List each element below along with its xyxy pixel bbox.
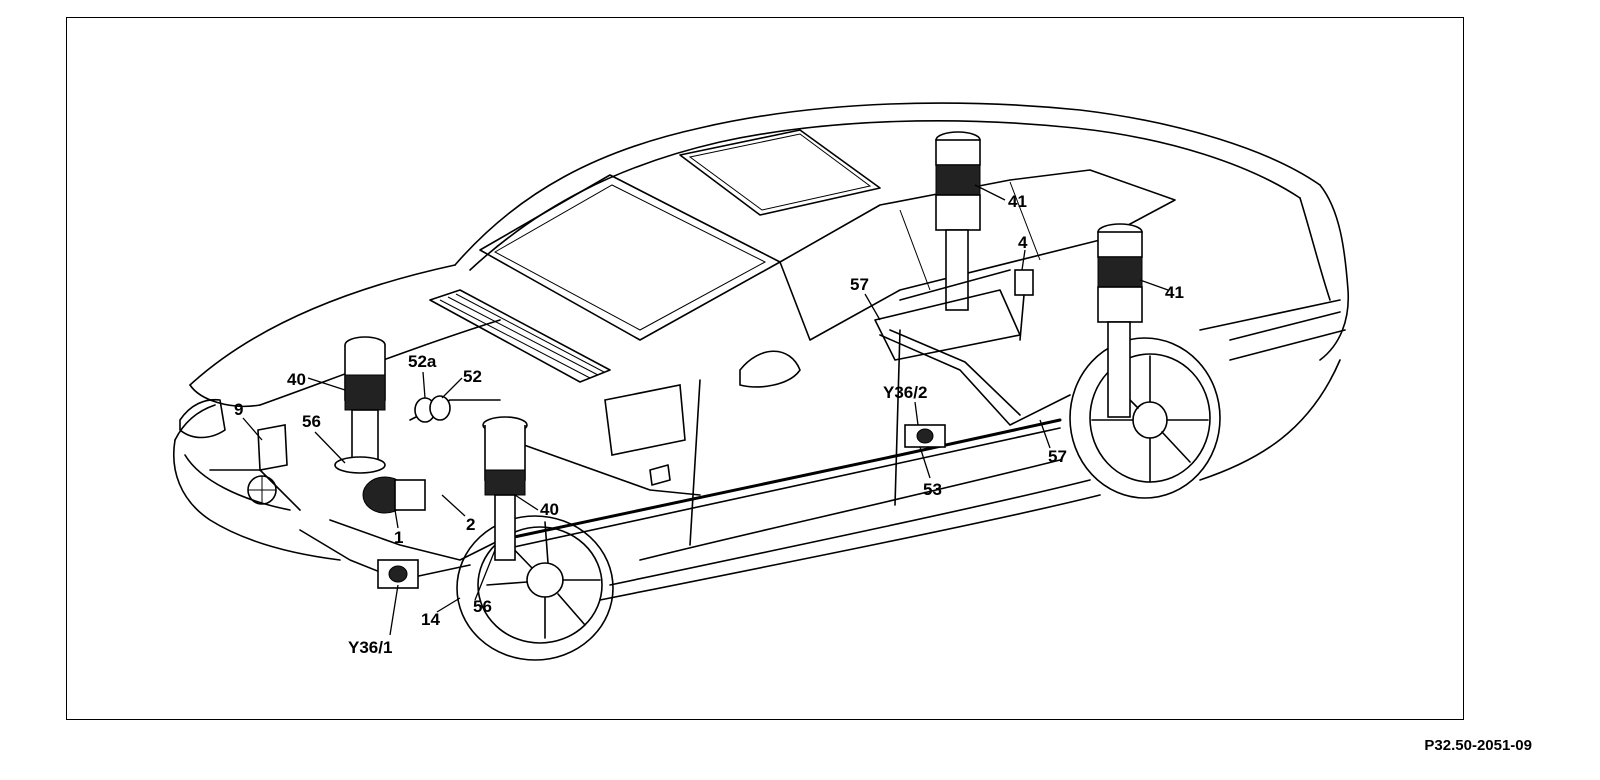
compressor-1 — [362, 476, 426, 514]
valve-block-52 — [414, 395, 451, 423]
leader-lines — [242, 184, 1169, 636]
rear-axle-subframe — [874, 269, 1021, 361]
callout-40-front-left: 40 — [287, 370, 306, 389]
callout-y36-1: Y36/1 — [348, 638, 392, 657]
callout-2: 2 — [466, 515, 475, 534]
callout-57-upper: 57 — [850, 275, 869, 294]
valve-unit-y36-1 — [377, 559, 419, 589]
callout-57-lower: 57 — [1048, 447, 1067, 466]
callout-56-lower: 56 — [473, 597, 492, 616]
callout-52: 52 — [463, 367, 482, 386]
callout-52a: 52a — [408, 352, 437, 371]
callout-4: 4 — [1018, 233, 1028, 252]
callout-14: 14 — [421, 610, 440, 629]
cowl-vent — [429, 289, 611, 383]
callout-41-left: 41 — [1008, 192, 1027, 211]
component-4 — [1014, 269, 1034, 341]
callout-40-front-right: 40 — [540, 500, 559, 519]
callout-41-right: 41 — [1165, 283, 1184, 302]
cabin-control-unit — [604, 384, 686, 456]
front-right-wheel — [456, 515, 614, 661]
air-lines — [299, 329, 1071, 581]
callout-56-upper: 56 — [302, 412, 321, 431]
callout-9: 9 — [234, 400, 243, 419]
rear-right-air-strut — [1097, 223, 1143, 418]
rear-left-air-strut — [935, 131, 981, 311]
front-left-air-strut — [334, 336, 386, 474]
callout-labels: 9 40 56 52a 52 1 2 40 14 56 Y36/1 41 4 4… — [234, 192, 1184, 657]
control-unit-9 — [257, 424, 288, 471]
rear-right-wheel — [1069, 337, 1221, 499]
figure-reference-code: P32.50-2051-09 — [1424, 737, 1532, 754]
callout-53: 53 — [923, 480, 942, 499]
valve-unit-y36-2 — [904, 424, 946, 448]
callout-1: 1 — [394, 528, 403, 547]
callout-y36-2: Y36/2 — [883, 383, 927, 402]
front-right-air-strut — [482, 416, 528, 561]
